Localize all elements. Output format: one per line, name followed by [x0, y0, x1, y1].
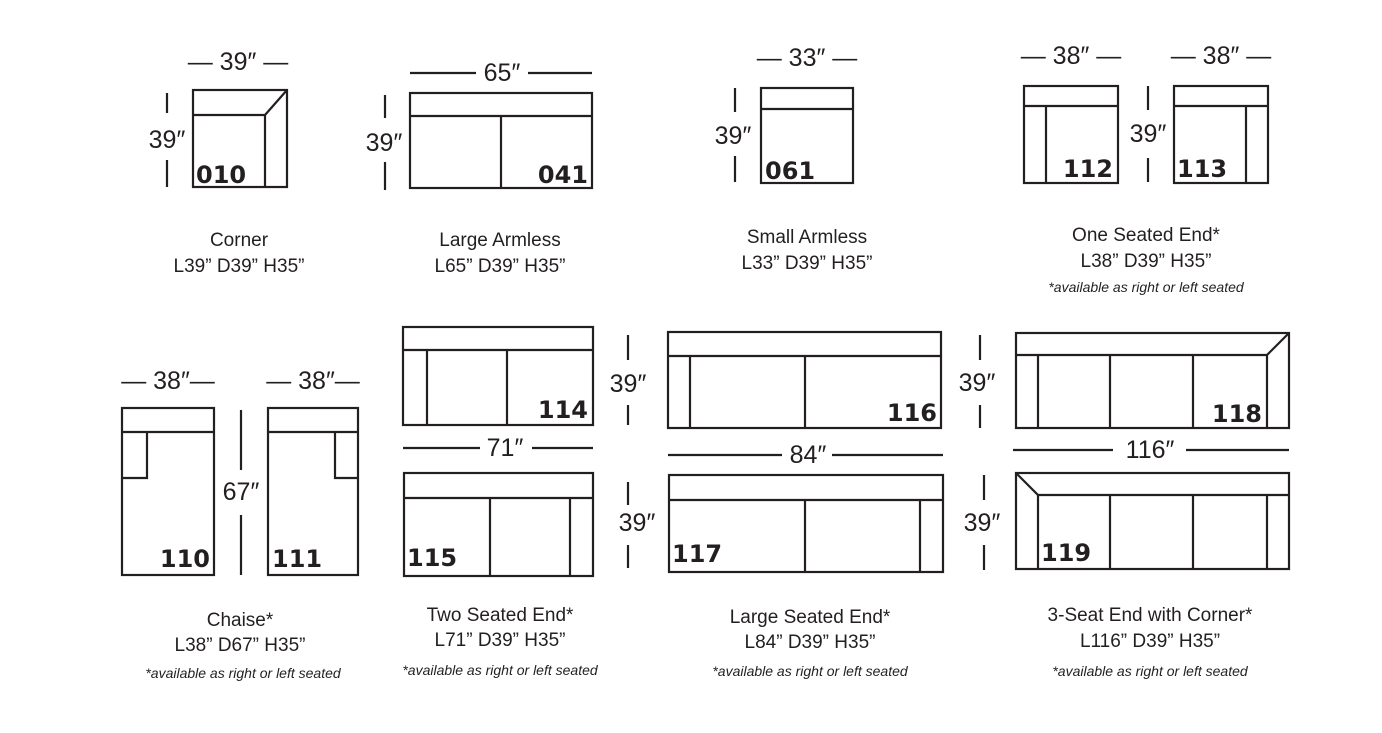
module-name: Two Seated End*	[427, 605, 574, 626]
width-dimension: — 39″ —	[188, 48, 289, 76]
module-small-armless: 061 — 33″ — 39″ Small Armless L33” D39” …	[715, 44, 873, 274]
module-name: Large Armless	[439, 230, 560, 251]
module-note: *available as right or left seated	[712, 663, 909, 679]
module-note: *available as right or left seated	[402, 662, 599, 678]
module-one-seated-end: 112 113 — 38″ — — 38″ — 39″ One Seated E…	[1021, 42, 1272, 295]
module-code: 113	[1177, 155, 1227, 183]
module-code: 117	[672, 540, 722, 568]
module-large-seated-end: 116 84″ 117 39″ 39″ Large Seated End* L8…	[666, 330, 1001, 679]
depth-dimension: 39″	[366, 129, 403, 157]
module-code: 114	[538, 396, 588, 424]
module-3-seat-end-with-corner: 118 116″ 119 3-Seat End with Corner* L11…	[1013, 331, 1291, 679]
width-dimension: 71″	[487, 434, 524, 462]
width-dimension: 84″	[790, 441, 827, 469]
module-two-seated-end: 114 71″ 115 39″ 39″ Two Seated End* L71”…	[401, 325, 656, 678]
width-dimension: — 38″ —	[1021, 42, 1122, 70]
module-name: Large Seated End*	[730, 607, 891, 628]
module-note: *available as right or left seated	[1048, 279, 1245, 295]
module-corner: 010 — 39″ — 39″ Corner L39” D39” H35”	[149, 48, 305, 277]
module-large-armless: 041 65″ 39″ Large Armless L65” D39” H35”	[366, 59, 594, 277]
width-dimension: — 38″—	[121, 367, 215, 395]
width-dimension: — 33″ —	[757, 44, 858, 72]
module-note: *available as right or left seated	[145, 665, 342, 681]
width-dimension: 65″	[484, 59, 521, 87]
depth-dimension: 39″	[964, 509, 1001, 537]
module-code: 110	[160, 545, 210, 573]
module-code: 115	[407, 544, 457, 572]
module-code: 111	[272, 545, 322, 573]
depth-dimension: 39″	[1130, 120, 1167, 148]
module-size: L38” D39” H35”	[1081, 251, 1212, 272]
module-note: *available as right or left seated	[1052, 663, 1249, 679]
module-size: L116” D39” H35”	[1080, 631, 1220, 652]
module-size: L84” D39” H35”	[745, 632, 876, 653]
width-dimension: 116″	[1126, 436, 1175, 464]
width-dimension: — 38″ —	[1171, 42, 1272, 70]
module-code: 119	[1041, 539, 1091, 567]
width-dimension: — 38″—	[266, 367, 360, 395]
module-code: 061	[765, 157, 815, 185]
module-size: L65” D39” H35”	[435, 256, 566, 277]
module-size: L71” D39” H35”	[435, 630, 566, 651]
depth-dimension: 67″	[223, 478, 260, 506]
module-size: L33” D39” H35”	[742, 253, 873, 274]
module-code: 118	[1212, 400, 1262, 428]
module-chaise: 110 111 — 38″— — 38″— 67″ Chaise* L38” D…	[120, 367, 360, 681]
module-name: 3-Seat End with Corner*	[1048, 605, 1253, 626]
depth-dimension: 39″	[715, 122, 752, 150]
module-size: L38” D67” H35”	[175, 635, 306, 656]
module-name: One Seated End*	[1072, 225, 1220, 246]
module-size: L39” D39” H35”	[174, 256, 305, 277]
depth-dimension: 39″	[149, 126, 186, 154]
module-name: Corner	[210, 230, 269, 251]
module-code: 116	[887, 399, 937, 427]
depth-dimension: 39″	[959, 369, 996, 397]
depth-dimension: 39″	[619, 509, 656, 537]
module-code: 112	[1063, 155, 1113, 183]
module-code: 010	[196, 161, 246, 189]
depth-dimension: 39″	[610, 370, 647, 398]
module-name: Chaise*	[207, 610, 274, 631]
module-code: 041	[538, 161, 588, 189]
module-name: Small Armless	[747, 227, 867, 248]
